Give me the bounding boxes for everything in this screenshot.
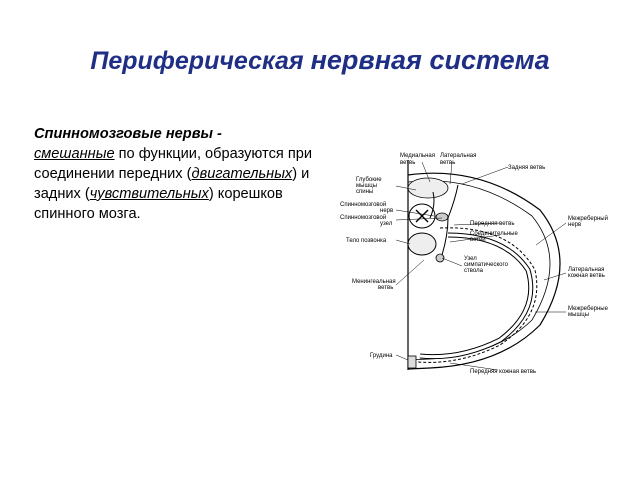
sympathetic-ganglion-shape xyxy=(435,253,445,263)
text-segment-1: по функции, образуются при соединении пе… xyxy=(34,146,312,182)
term-dash: - xyxy=(212,126,222,142)
leader-lines xyxy=(395,161,567,371)
sternum-shape xyxy=(407,355,417,369)
term-spinal-nerves: Спинномозговые нервы xyxy=(34,126,213,142)
nerve-branches xyxy=(429,184,459,256)
label-posterior-branch: Задняя ветвь xyxy=(508,165,545,171)
slide-title: Периферическая нервная система xyxy=(0,44,640,77)
label-vertebral-body: Тело позвонка xyxy=(346,238,387,244)
grey-matter xyxy=(415,209,429,223)
label-sternum: Грудина xyxy=(370,353,393,359)
title-part-1: Периферическая xyxy=(90,47,304,75)
label-anterior-branch: Передняя ветвь xyxy=(470,221,515,227)
vertebral-body-shape xyxy=(407,232,437,256)
term-mixed: смешанные xyxy=(34,146,115,162)
spinal-ganglion-shape xyxy=(435,212,449,222)
back-muscle-mass xyxy=(407,177,449,199)
rib-inner xyxy=(419,233,533,359)
term-motor: двигательных xyxy=(191,166,293,182)
title-part-2: нервная система xyxy=(310,45,550,75)
text-segment-2: ) и задних ( xyxy=(34,166,310,202)
text-segment-3: ) корешков спинного мозга. xyxy=(34,186,283,222)
body-wall-outline xyxy=(407,172,561,370)
term-sensory: чувствительных xyxy=(89,186,209,202)
label-anterior-cutaneous-branch: Передняя кожная ветвь xyxy=(470,369,536,375)
definition-text: Спинномозговые нервы - смешанные по функц… xyxy=(34,124,324,224)
